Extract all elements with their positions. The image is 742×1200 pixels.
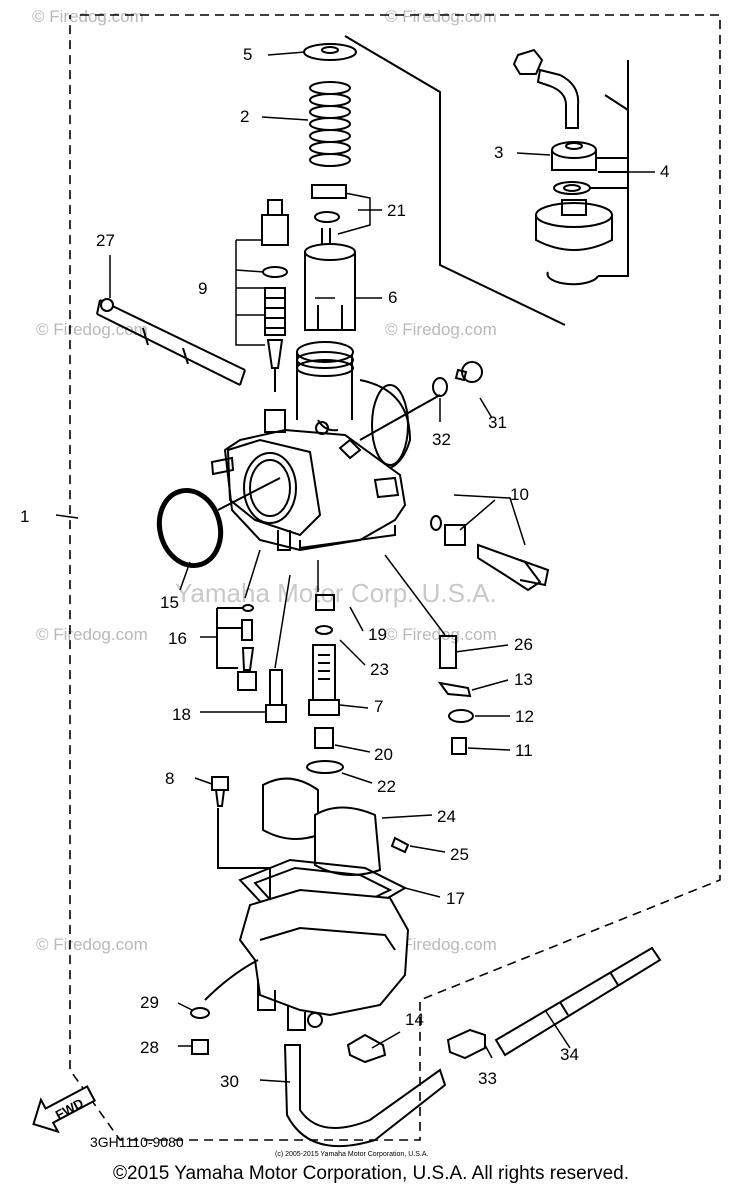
callout-6: 6: [388, 288, 397, 307]
parts-linework: [32, 35, 662, 1148]
callout-27: 27: [96, 231, 115, 250]
watermark-text: © Firedog.com: [36, 320, 148, 339]
callout-11: 11: [515, 741, 533, 760]
callout-34: 34: [560, 1045, 579, 1064]
part-4-assembly: [512, 48, 613, 286]
callout-8: 8: [165, 769, 174, 788]
leader-lines: [55, 51, 655, 1083]
watermark-text: © Firedog.com: [32, 7, 144, 26]
part-27-tube: [96, 298, 246, 386]
callout-13: 13: [514, 670, 533, 689]
watermark-text: © Firedog.com: [36, 935, 148, 954]
callout-23: 23: [370, 660, 389, 679]
watermark-center-text: Yamaha Motor Corp. U.S.A.: [175, 578, 497, 608]
callout-12: 12: [515, 707, 534, 726]
part-2-spring: [309, 81, 351, 167]
callout-21: 21: [387, 201, 406, 220]
callout-15: 15: [160, 593, 179, 612]
callout-31: 31: [488, 413, 507, 432]
part-14-drain-screw: [346, 1033, 387, 1064]
callout-24: 24: [437, 807, 456, 826]
watermark-text: © Firedog.com: [36, 625, 148, 644]
callout-10: 10: [510, 485, 529, 504]
callout-18: 18: [172, 705, 191, 724]
callout-labels: 1 2 3 4 5 6 7 8 9 10 11 12 13 14 15 16 1…: [20, 45, 669, 1091]
callout-29: 29: [140, 993, 159, 1012]
part-15-o-ring: [156, 487, 224, 569]
part-19-main-jet: [315, 594, 335, 611]
part-24-float: [262, 777, 382, 876]
part-34-tube: [494, 946, 662, 1057]
part-12-washer: [448, 709, 474, 723]
part-11-screw: [451, 737, 467, 755]
part-32-washer: [432, 377, 448, 397]
callout-14: 14: [405, 1010, 424, 1029]
callout-20: 20: [374, 745, 393, 764]
callout-9: 9: [198, 279, 207, 298]
leader-lines-top: [344, 35, 629, 326]
watermark-text: © Firedog.com: [385, 7, 497, 26]
part-7-jet-holder: [308, 644, 340, 716]
part-23-washer: [315, 625, 333, 635]
callout-19: 19: [368, 625, 387, 644]
callout-33: 33: [478, 1069, 497, 1088]
callout-26: 26: [514, 635, 533, 654]
part-6-throttle-valve: [304, 243, 356, 331]
part-25-float-pin: [390, 836, 410, 854]
part-30-hose: [283, 1044, 447, 1148]
watermark-layer: © Firedog.com © Firedog.com © Firedog.co…: [32, 7, 497, 954]
float-bowl: [204, 888, 410, 1031]
callout-32: 32: [432, 430, 451, 449]
fwd-label: FWD: [53, 1095, 86, 1122]
part-code: 3GH1110-9080: [90, 1134, 184, 1150]
part-10-screw-assembly: [430, 515, 550, 592]
part-29-washer: [190, 1007, 210, 1019]
part-33-fitting: [446, 1028, 486, 1060]
callout-2: 2: [240, 107, 249, 126]
part-31-screw: [454, 361, 483, 383]
copyright-notice: ©2015 Yamaha Motor Corporation, U.S.A. A…: [113, 1163, 629, 1184]
callout-25: 25: [450, 845, 469, 864]
part-3-cap: [551, 141, 597, 171]
part-1-carburetor-body: [210, 341, 412, 552]
callout-7: 7: [374, 697, 383, 716]
callout-1: 1: [20, 507, 29, 526]
part-20-pilot-jet: [314, 727, 334, 749]
part-26-plunger: [439, 635, 457, 669]
part-28-screw: [191, 1039, 209, 1055]
watermark-text: © Firedog.com: [385, 320, 497, 339]
part-13-clip: [437, 681, 472, 698]
callout-4: 4: [660, 162, 669, 181]
callout-16: 16: [168, 629, 187, 648]
part-16-pilot-screw: [216, 604, 257, 691]
small-notice: (c) 2005-2015 Yamaha Motor Corporation, …: [275, 1151, 428, 1158]
callout-30: 30: [220, 1072, 239, 1091]
watermark-text: © Firedog.com: [385, 935, 497, 954]
callout-17: 17: [446, 889, 465, 908]
part-22-washer: [306, 760, 344, 774]
fwd-arrow: [32, 1085, 97, 1134]
callout-28: 28: [140, 1038, 159, 1057]
watermark-text: © Firedog.com: [385, 625, 497, 644]
part-18-needle-jet: [265, 669, 287, 723]
part-8-screw: [211, 776, 229, 807]
assembly-boundary: [69, 14, 721, 1141]
part-9-pilot-assembly: [261, 199, 289, 392]
callout-5: 5: [243, 45, 252, 64]
callout-3: 3: [494, 143, 503, 162]
callout-22: 22: [377, 777, 396, 796]
